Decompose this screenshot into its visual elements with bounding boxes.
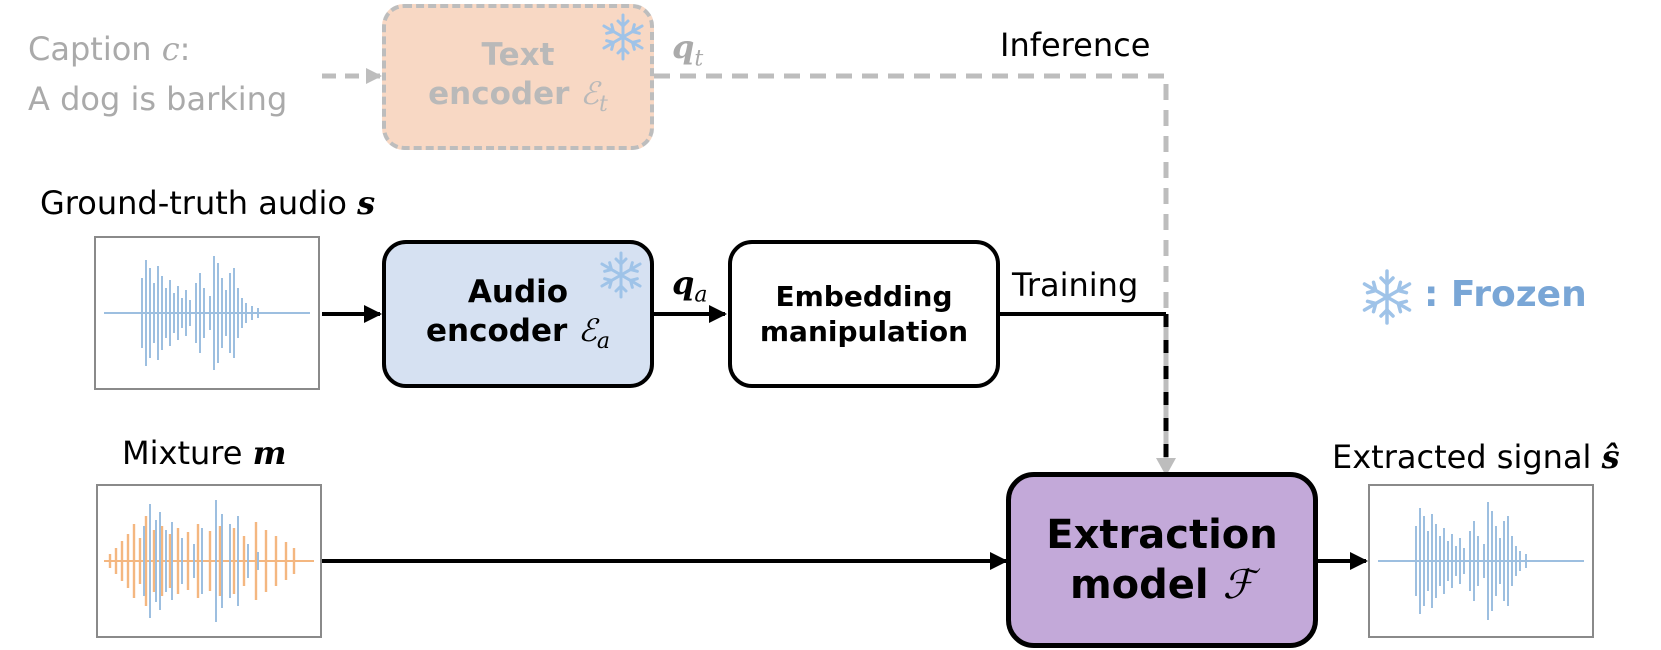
extraction-symbol: ℱ [1222,562,1255,608]
waveform-mixture [104,500,314,622]
mixture-var: m [252,434,287,472]
text-encoder-line1: Text [481,36,555,73]
mixture-label: Mixture m [122,434,287,472]
snowflake-icon [602,13,644,61]
embedding-manipulation-box: Embedding manipulation [728,240,1000,388]
extraction-line1: Extraction [1046,512,1278,558]
extracted-waveform [1368,484,1594,638]
caption-word: Caption [28,30,152,68]
snowflake-icon [1362,269,1412,325]
audio-encoder-word: encoder [426,312,568,349]
text-encoder-sub: t [599,91,608,117]
qa-sub: a [694,282,708,308]
frozen-legend-text: : Frozen [1424,274,1587,315]
extraction-line2: model ℱ [1046,560,1277,610]
embedding-line2: manipulation [759,315,969,348]
waveform-blue [104,256,310,370]
extraction-model-box: Extraction model ℱ [1006,472,1318,648]
junction-arrowhead [1156,458,1176,476]
extracted-signal-label: Extracted signal ŝ [1332,438,1620,476]
extracted-var: ŝ [1601,438,1620,476]
audio-encoder-symbol: ℰ [578,312,597,349]
ground-truth-var: s [357,184,376,222]
ground-truth-waveform [94,236,320,390]
extracted-text: Extracted signal [1332,438,1592,476]
mixture-waveform [96,484,322,638]
caption-line1: Caption c: [28,30,191,68]
text-encoder-symbol: ℰ [580,75,599,112]
qt-label: qt [672,28,704,72]
extraction-word: model [1069,562,1209,608]
mixture-text: Mixture [122,434,243,472]
inference-path [654,73,1169,310]
waveform-blue [1378,502,1584,620]
snowflake-icon [600,251,642,299]
embedding-line1: Embedding [775,280,953,313]
qa-main: q [672,264,695,302]
caption-var: c [161,30,180,68]
qt-sub: t [694,46,704,72]
caption-line2: A dog is barking [28,80,288,118]
inference-label: Inference [1000,26,1151,64]
text-encoder-word: encoder [428,75,570,112]
ground-truth-label: Ground-truth audio s [40,184,376,222]
caption-colon: : [179,30,191,68]
audio-encoder-line2: encoder ℰa [426,312,610,356]
audio-encoder-sub: a [596,328,610,354]
ground-truth-text: Ground-truth audio [40,184,347,222]
training-label: Training [1012,266,1139,304]
audio-encoder-line1: Audio [467,273,569,310]
qa-label: qa [672,264,708,308]
qt-main: q [672,28,695,66]
text-encoder-line2: encoder ℰt [428,75,608,119]
